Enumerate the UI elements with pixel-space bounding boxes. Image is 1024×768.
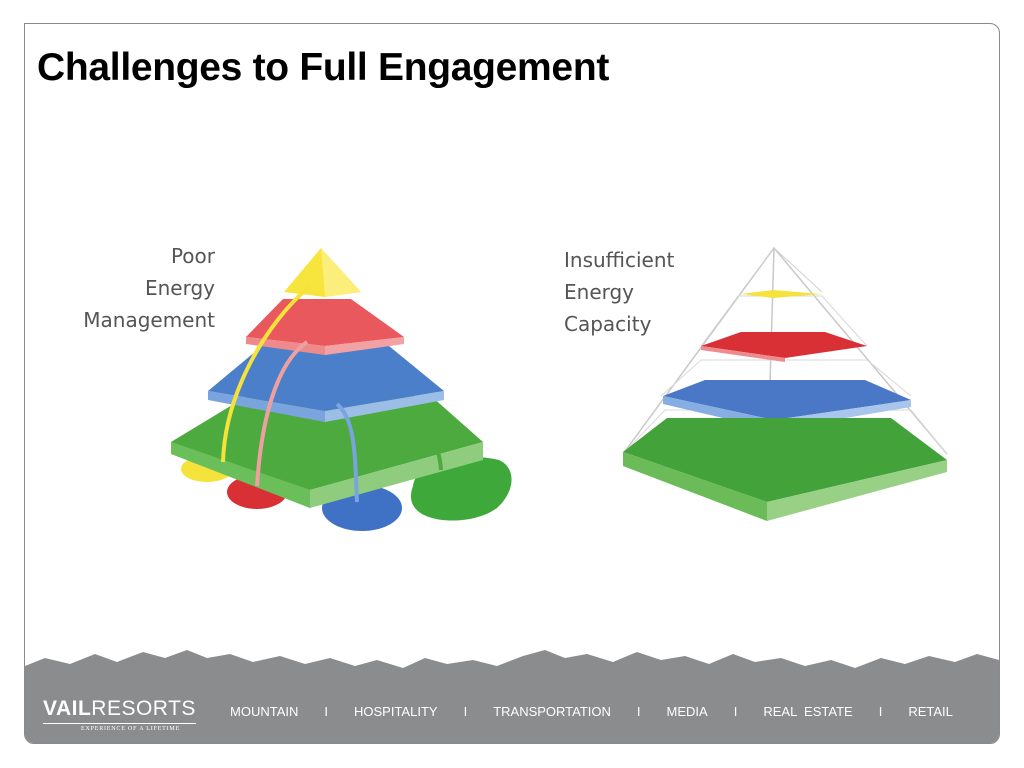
nav-separator: I bbox=[879, 704, 883, 719]
nav-separator: I bbox=[637, 704, 641, 719]
right-caption-line: Insufficient bbox=[564, 244, 734, 276]
nav-item-retail: RETAIL bbox=[908, 704, 953, 719]
left-caption-line: Energy bbox=[25, 272, 215, 304]
nav-separator: I bbox=[324, 704, 328, 719]
nav-separator: I bbox=[734, 704, 738, 719]
nav-item-hospitality: HOSPITALITY bbox=[354, 704, 438, 719]
mountain-silhouette bbox=[25, 644, 999, 684]
right-caption-line: Energy bbox=[564, 276, 734, 308]
right-caption: Insufficient Energy Capacity bbox=[564, 244, 734, 340]
nav-separator: I bbox=[464, 704, 468, 719]
left-caption-line: Management bbox=[25, 304, 215, 336]
logo-bold-text: VAIL bbox=[43, 697, 91, 720]
footer-bar: VAILRESORTS EXPERIENCE OF A LIFETIME MOU… bbox=[25, 683, 999, 743]
vail-resorts-logo: VAILRESORTS EXPERIENCE OF A LIFETIME bbox=[43, 697, 196, 732]
left-pyramid bbox=[171, 248, 512, 531]
logo-tagline: EXPERIENCE OF A LIFETIME bbox=[43, 723, 196, 732]
nav-item-transportation: TRANSPORTATION bbox=[493, 704, 611, 719]
nav-item-real-estate: REAL ESTATE bbox=[763, 704, 852, 719]
logo-rest-text: RESORTS bbox=[91, 697, 196, 720]
footer-nav: MOUNTAIN I HOSPITALITY I TRANSPORTATION … bbox=[230, 704, 953, 719]
right-caption-line: Capacity bbox=[564, 308, 734, 340]
left-caption-line: Poor bbox=[25, 240, 215, 272]
nav-item-mountain: MOUNTAIN bbox=[230, 704, 298, 719]
left-caption: Poor Energy Management bbox=[25, 240, 215, 336]
nav-item-media: MEDIA bbox=[667, 704, 708, 719]
pyramids-illustration bbox=[25, 24, 999, 743]
slide: Challenges to Full Engagement bbox=[24, 23, 1000, 744]
